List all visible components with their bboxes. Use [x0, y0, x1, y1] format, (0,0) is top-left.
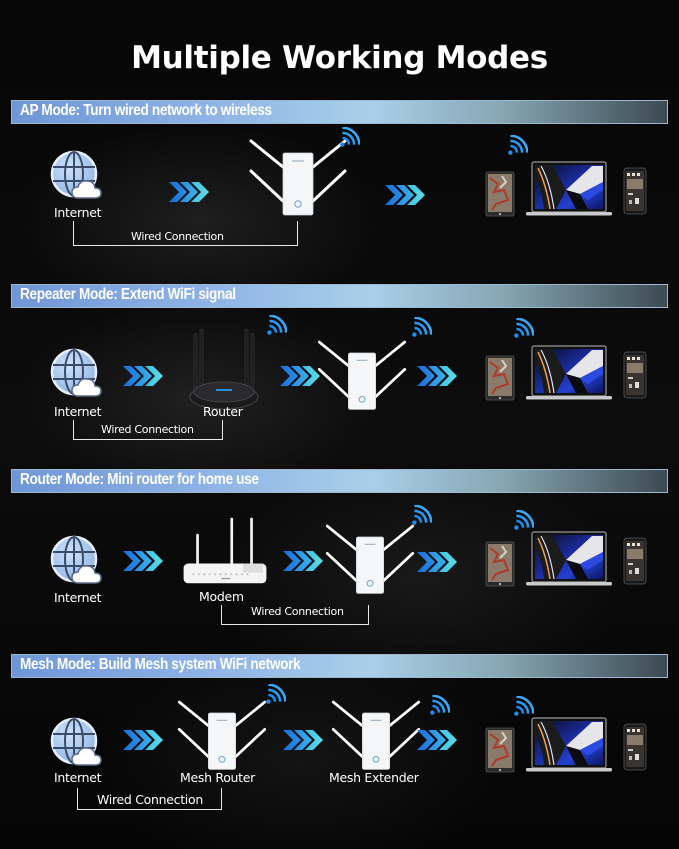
mode-banner: Repeater Mode: Extend WiFi signal — [11, 284, 668, 308]
chevron-arrows-icon — [416, 550, 458, 574]
wifi-signal-icon — [264, 684, 286, 706]
wifi-signal-icon — [265, 315, 287, 337]
node-label-internet: Internet — [54, 590, 102, 605]
node-label-modem: Modem — [199, 589, 244, 604]
wired-connection-label: Wired Connection — [131, 230, 224, 243]
chevron-arrows-icon — [416, 728, 458, 752]
chevron-arrows-icon — [416, 364, 458, 388]
chevron-arrows-icon — [122, 364, 164, 388]
client-devices-icon — [484, 530, 654, 600]
mode-banner-text: Repeater Mode: Extend WiFi signal — [20, 286, 236, 303]
wired-connection-line — [77, 788, 222, 810]
wifi-signal-icon — [428, 695, 450, 717]
wifi-signal-icon — [410, 317, 432, 339]
wifi-signal-icon — [506, 135, 528, 157]
wifi-signal-icon — [512, 318, 534, 340]
mode-banner-text: Router Mode: Mini router for home use — [20, 471, 259, 488]
router-icon — [184, 325, 264, 415]
chevron-arrows-icon — [384, 183, 426, 207]
node-label-mesh-extender: Mesh Extender — [329, 770, 419, 785]
mode-banner-text: AP Mode: Turn wired network to wireless — [20, 102, 272, 119]
wifi-signal-icon — [512, 510, 534, 532]
chevron-arrows-icon — [122, 549, 164, 573]
wired-connection-label: Wired Connection — [97, 792, 203, 807]
wifi-signal-icon — [410, 505, 432, 527]
node-label-internet: Internet — [54, 205, 102, 220]
wifi-signal-icon — [512, 696, 534, 718]
node-label-internet: Internet — [54, 770, 102, 785]
client-devices-icon — [484, 716, 654, 786]
globe-cloud-icon — [50, 150, 102, 202]
chevron-arrows-icon — [168, 180, 210, 204]
client-devices-icon — [484, 344, 654, 414]
wired-connection-line — [73, 221, 298, 246]
mode-banner: Mesh Mode: Build Mesh system WiFi networ… — [11, 654, 668, 678]
chevron-arrows-icon — [122, 728, 164, 752]
wifi-extender-icon — [320, 517, 420, 617]
mode-banner: AP Mode: Turn wired network to wireless — [11, 100, 668, 124]
wired-connection-line — [221, 605, 369, 625]
chevron-arrows-icon — [282, 549, 324, 573]
node-label-mesh-router: Mesh Router — [180, 770, 256, 785]
wired-connection-label: Wired Connection — [101, 423, 194, 436]
mode-banner-text: Mesh Mode: Build Mesh system WiFi networ… — [20, 656, 301, 673]
mode-banner: Router Mode: Mini router for home use — [11, 469, 668, 493]
globe-cloud-icon — [50, 535, 102, 587]
globe-cloud-icon — [50, 717, 102, 769]
client-devices-icon — [484, 160, 654, 230]
modem-icon — [180, 514, 270, 586]
wifi-signal-icon — [338, 127, 360, 149]
page-title: Multiple Working Modes — [131, 40, 548, 76]
wifi-extender-icon — [312, 333, 412, 433]
globe-cloud-icon — [50, 348, 102, 400]
node-label-internet: Internet — [54, 404, 102, 419]
node-label-router: Router — [203, 404, 243, 419]
chevron-arrows-icon — [282, 728, 324, 752]
wired-connection-label: Wired Connection — [251, 605, 344, 618]
wired-connection-line — [73, 420, 223, 440]
